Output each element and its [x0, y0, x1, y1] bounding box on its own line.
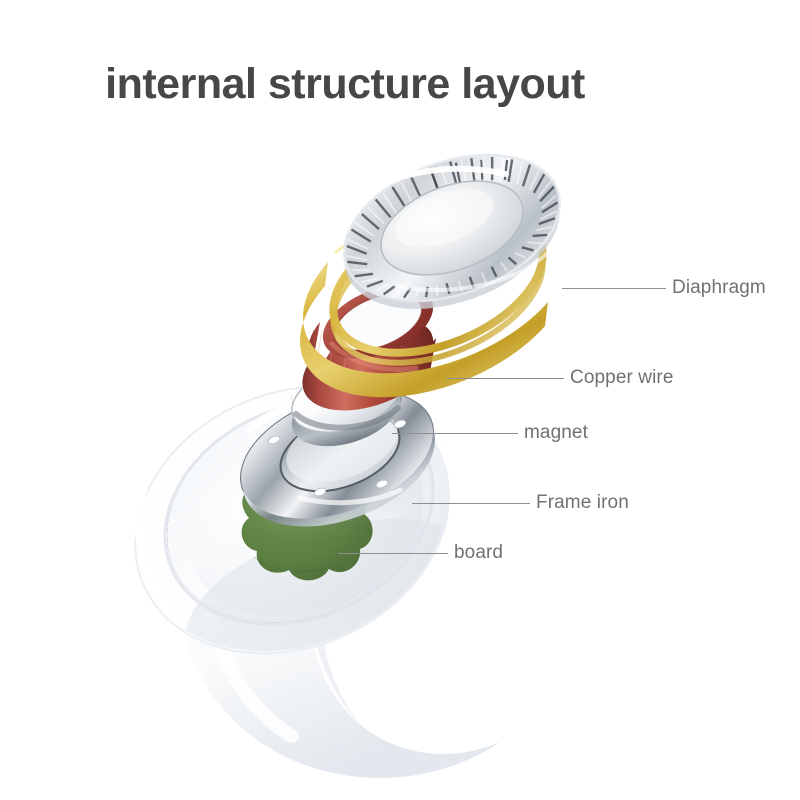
- callout-label-copper-wire: Copper wire: [570, 367, 674, 388]
- frame-iron-part: [236, 390, 444, 541]
- callout-label-magnet: magnet: [524, 422, 588, 443]
- callout-label-frame-iron: Frame iron: [536, 492, 629, 513]
- callout-board: board: [338, 542, 504, 563]
- leader-line-copper-wire: [446, 377, 564, 379]
- page-title: internal structure layout: [105, 60, 585, 108]
- magnet-part: [290, 362, 402, 447]
- leader-line-magnet: [392, 432, 518, 434]
- callout-frame-iron: Frame iron: [412, 492, 629, 513]
- leader-line-board: [338, 552, 448, 554]
- callout-label-board: board: [454, 542, 504, 563]
- board-part: [241, 471, 373, 581]
- callout-diaphragm: Diaphragm: [562, 277, 766, 298]
- leader-line-diaphragm: [562, 287, 666, 289]
- copper-wire-part: [302, 285, 436, 411]
- leader-line-frame-iron: [412, 502, 530, 504]
- gold-ring-part: [300, 207, 548, 398]
- callout-magnet: magnet: [392, 422, 588, 443]
- callout-copper-wire: Copper wire: [446, 367, 674, 388]
- callout-label-diaphragm: Diaphragm: [672, 277, 766, 298]
